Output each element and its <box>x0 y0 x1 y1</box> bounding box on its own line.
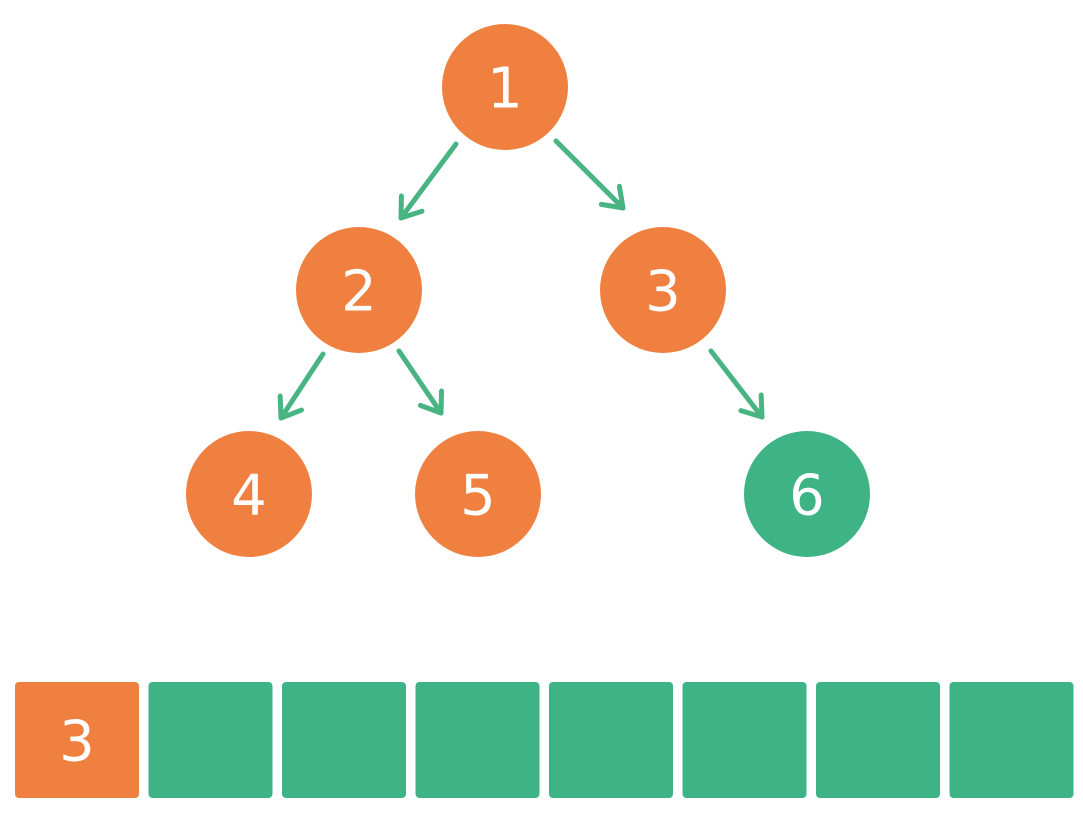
nodes-layer: 1 2 3 4 5 6 <box>186 24 870 557</box>
array-cell-box <box>148 682 273 798</box>
node-label: 1 <box>487 57 523 122</box>
node-circle <box>600 227 726 353</box>
edge-line <box>278 351 326 421</box>
edge-arrow-n1-n2 <box>398 141 459 221</box>
node-circle <box>296 227 422 353</box>
arrowhead <box>417 388 445 416</box>
edges-layer <box>277 138 765 421</box>
array-cell-box <box>282 682 406 798</box>
array-cell-box <box>15 682 139 798</box>
array-cell-box <box>682 682 807 798</box>
edge-line <box>708 348 765 420</box>
array-cell-box <box>949 682 1074 798</box>
node-label: 3 <box>645 260 681 325</box>
tree-node-6: 6 <box>744 431 870 557</box>
array-cell-box <box>816 682 940 798</box>
arrowhead <box>398 193 425 221</box>
tree-node-4: 4 <box>186 431 312 557</box>
array-cell-label: 3 <box>59 710 95 775</box>
node-circle <box>442 24 568 150</box>
array-cell-6 <box>816 682 940 798</box>
array-cell-7 <box>949 682 1074 798</box>
array-cell-0: 3 <box>15 682 139 798</box>
tree-node-3: 3 <box>600 227 726 353</box>
edge-arrow-n1-n3 <box>553 138 626 211</box>
array-cell-5 <box>682 682 807 798</box>
node-circle <box>415 431 541 557</box>
edge-line <box>553 138 626 211</box>
edge-line <box>396 348 444 416</box>
edge-arrow-n2-n4 <box>277 351 326 421</box>
arrowhead <box>738 392 765 420</box>
array-cell-box <box>415 682 540 798</box>
node-label: 4 <box>231 464 267 529</box>
queue-array: 3 <box>15 682 1074 798</box>
array-cell-4 <box>549 682 673 798</box>
tree-node-1: 1 <box>442 24 568 150</box>
tree-node-5: 5 <box>415 431 541 557</box>
array-cell-box <box>549 682 673 798</box>
node-circle <box>186 431 312 557</box>
node-label: 6 <box>789 464 825 529</box>
node-label: 5 <box>460 464 496 529</box>
array-cell-1 <box>148 682 273 798</box>
node-circle <box>744 431 870 557</box>
arrowhead <box>598 183 626 211</box>
edge-arrow-n2-n5 <box>396 348 445 416</box>
array-cell-2 <box>282 682 406 798</box>
arrowhead <box>277 393 305 421</box>
edge-line <box>398 141 459 221</box>
tree-node-2: 2 <box>296 227 422 353</box>
edge-arrow-n3-n6 <box>708 348 765 420</box>
array-cell-3 <box>415 682 540 798</box>
node-label: 2 <box>341 260 377 325</box>
